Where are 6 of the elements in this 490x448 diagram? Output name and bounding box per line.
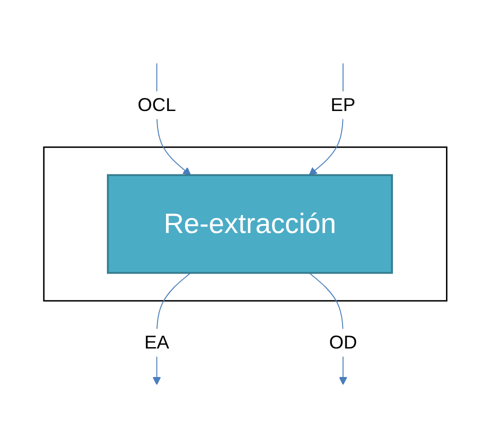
edge-label: EA [144,332,169,353]
edge-label: OCL [137,95,176,116]
edge-label: OD [328,332,357,353]
cluster [42,146,448,302]
node-box: Re-extracción [106,174,393,274]
edge-label: EP [330,95,356,116]
